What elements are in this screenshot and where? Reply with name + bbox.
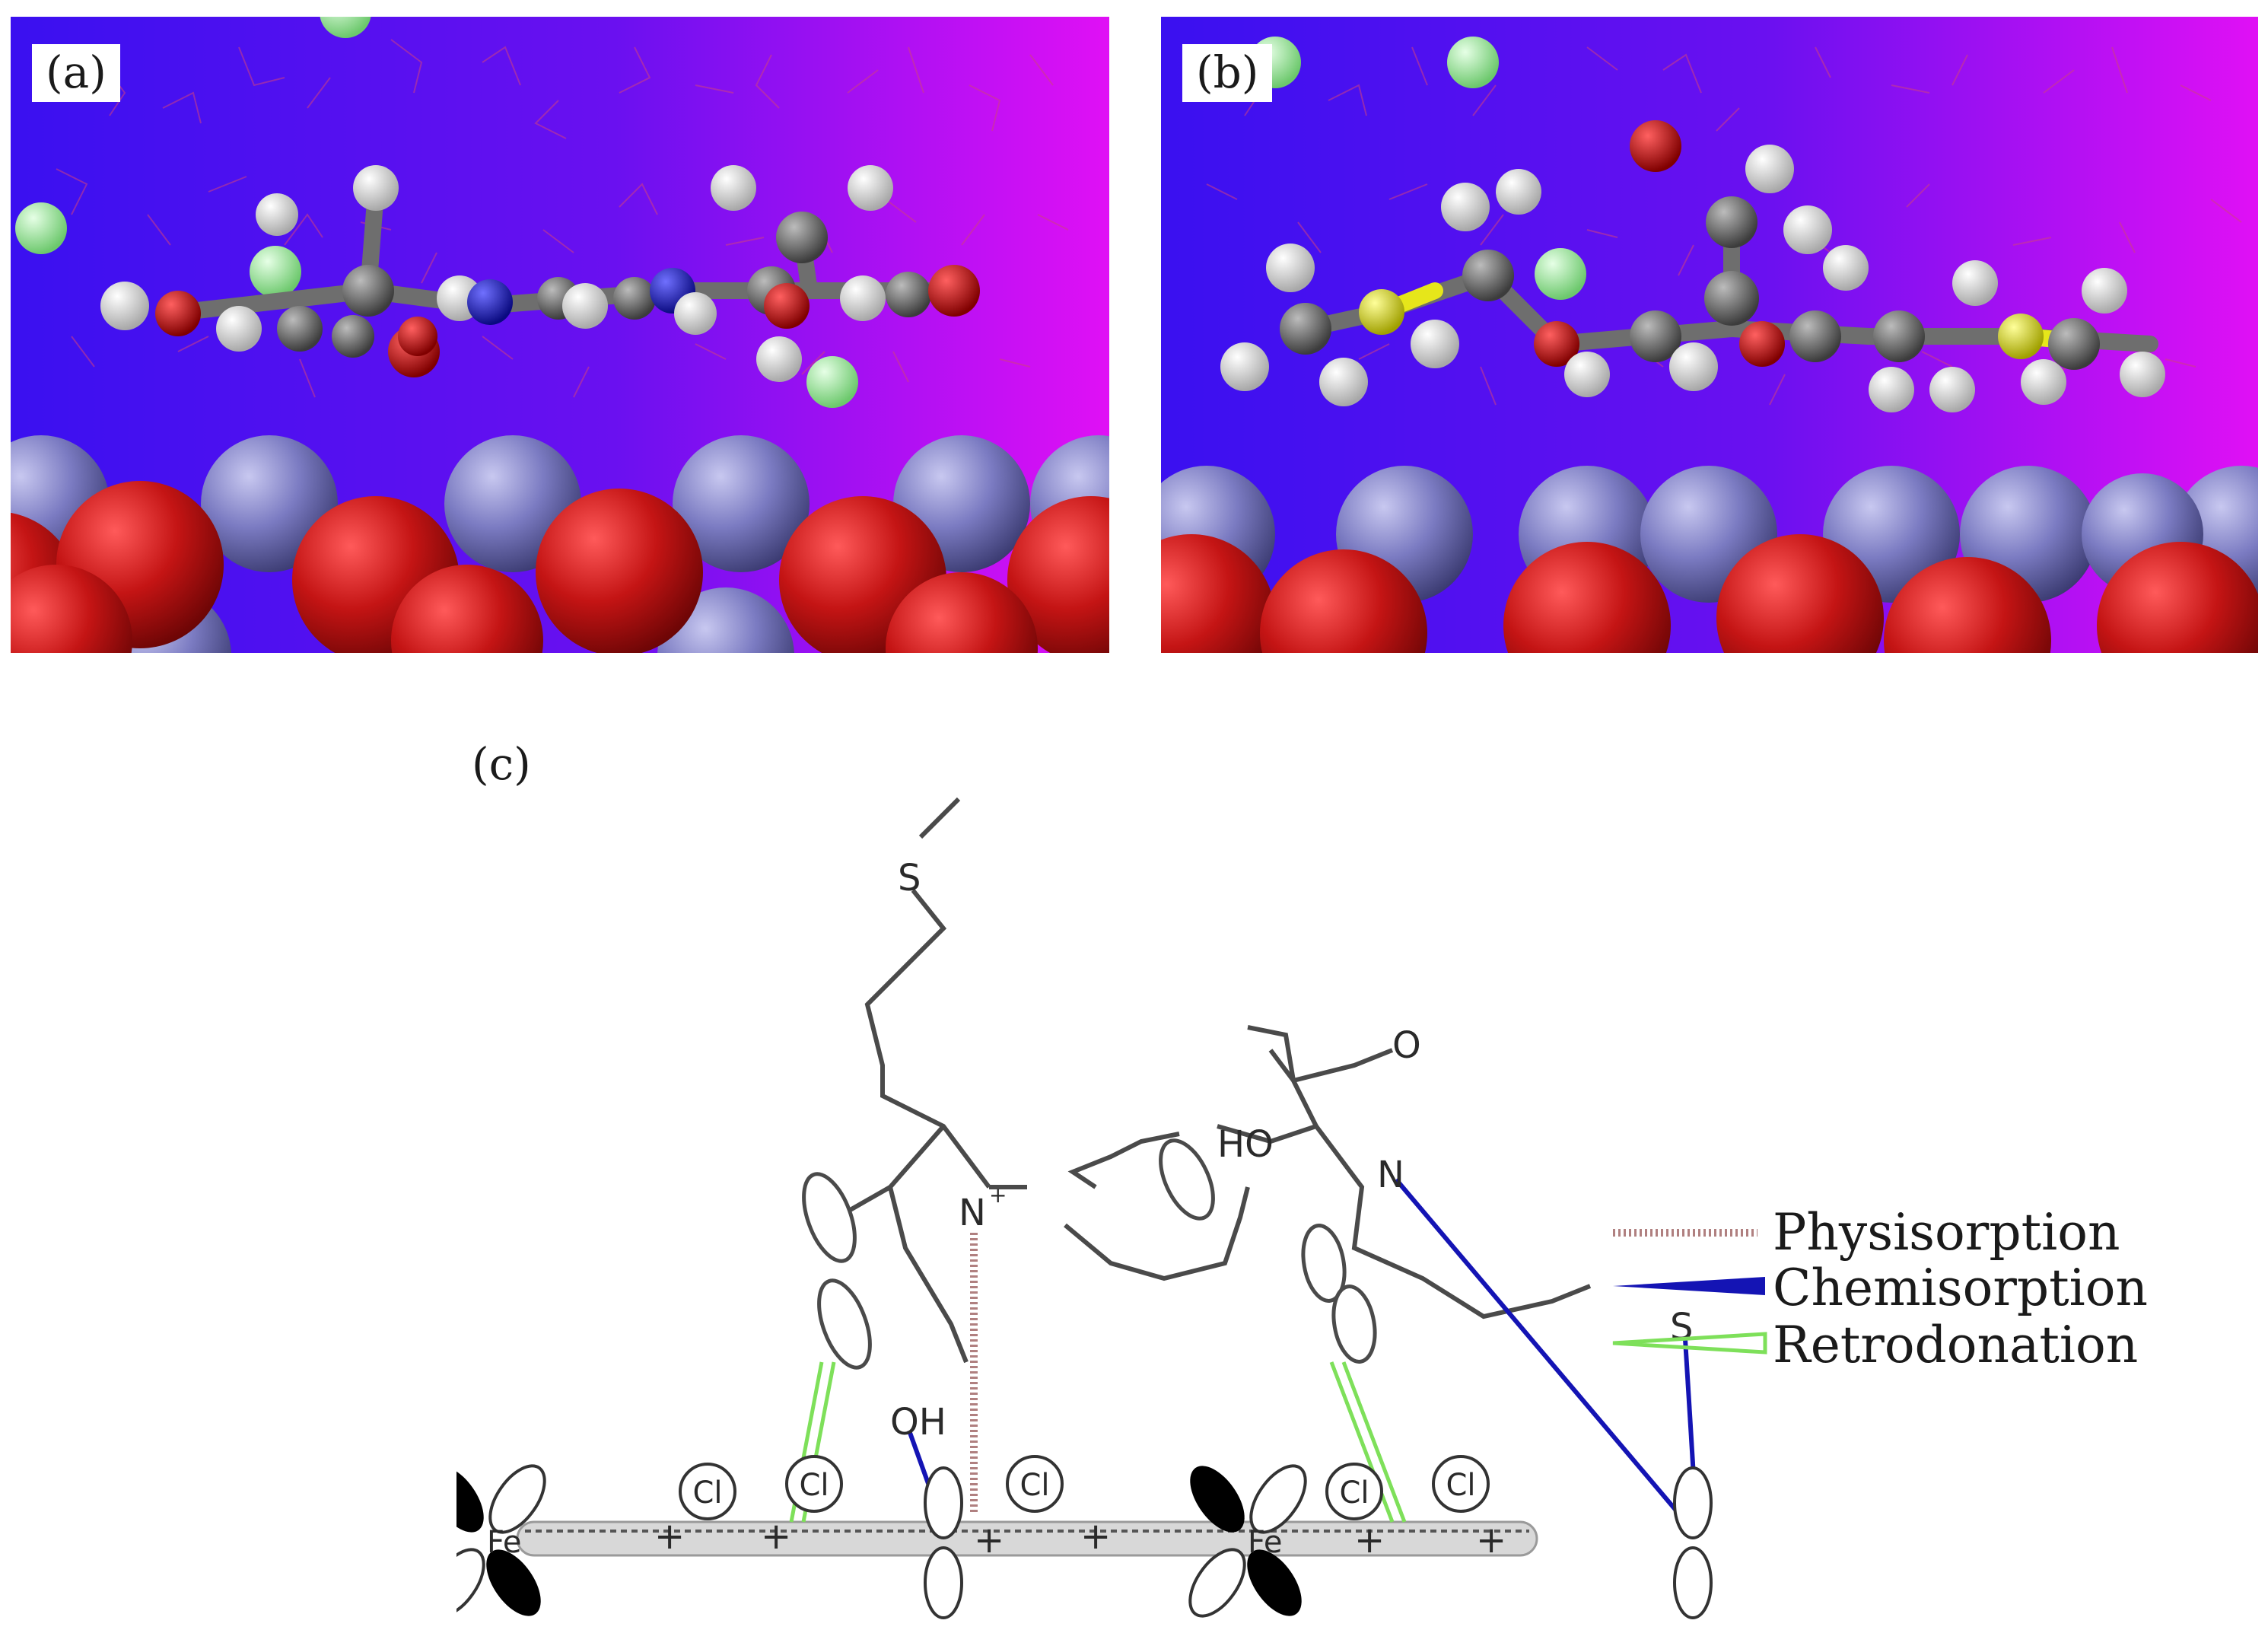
svg-text:+: + <box>1354 1519 1385 1561</box>
legend: Physisorption Chemisorption Retrodonatio… <box>1612 1203 2148 1374</box>
iron-label: Fe <box>1248 1525 1282 1560</box>
panel-a-render <box>11 17 1109 653</box>
chloride-ion <box>250 246 301 298</box>
svg-text:+: + <box>974 1519 1004 1561</box>
pi-orbital-lobes <box>802 1138 1377 1370</box>
water-wireframe <box>56 39 1069 398</box>
sulfur-top-label: S <box>898 857 921 899</box>
n-right-label: N <box>1377 1154 1404 1196</box>
legend-physisorption-label: Physisorption <box>1773 1203 2120 1262</box>
chloride-ion <box>806 356 858 408</box>
molecule-skeleton <box>835 797 1592 1364</box>
legend-retrodonation-label: Retrodonation <box>1773 1316 2138 1374</box>
panel-b-simulation: (b) <box>1161 17 2258 653</box>
svg-text:+: + <box>654 1515 685 1558</box>
panel-label: (a) <box>32 44 120 102</box>
chloride-label: Cl <box>1446 1468 1475 1503</box>
svg-text:+: + <box>1476 1519 1506 1561</box>
chloride-label: Cl <box>1339 1476 1369 1511</box>
surface-charge-signs: + + + + + + <box>654 1515 1506 1561</box>
n-plus-label: N <box>959 1192 986 1234</box>
panel-b-render <box>1161 17 2258 653</box>
svg-text:+: + <box>761 1515 791 1558</box>
chloride-label: Cl <box>692 1476 722 1511</box>
chloride-circles <box>679 1455 1490 1520</box>
carbonyl-oxygen-label: O <box>1392 1024 1421 1067</box>
legend-chemisorption-swatch <box>1613 1277 1765 1295</box>
panel-c-adsorption-scheme: Cl Cl Cl Cl Cl + + + + + + Fe Fe S HO O … <box>376 700 2267 1644</box>
chloride-ion <box>1447 37 1499 88</box>
chloride-label: Cl <box>799 1468 829 1503</box>
panel-label: (c) <box>472 738 531 790</box>
chloride-ion <box>320 17 371 38</box>
scheme-svg: Cl Cl Cl Cl Cl + + + + + + Fe Fe S HO O … <box>376 797 2148 1619</box>
metal-surface <box>1161 466 2258 653</box>
interaction-lines <box>789 1178 1699 1527</box>
surface-orbitals <box>376 1464 1713 1619</box>
chloride-ion <box>15 202 67 254</box>
molecule-atoms <box>1220 120 2165 412</box>
panel-label: (b) <box>1182 44 1273 102</box>
molecule-atoms <box>100 165 980 382</box>
legend-chemisorption-label: Chemisorption <box>1773 1259 2148 1317</box>
n-plus-charge: + <box>989 1183 1007 1208</box>
chemisorption-line <box>1394 1178 1691 1527</box>
chloride-label: Cl <box>1019 1468 1049 1503</box>
sulfur-right-label: S <box>1670 1306 1693 1348</box>
metal-surface <box>11 435 1109 653</box>
panel-a-simulation: (a) <box>11 17 1109 653</box>
svg-text:+: + <box>1080 1515 1111 1558</box>
chloride-ion <box>1535 248 1586 300</box>
hydroxyl-acid-label: HO <box>1217 1123 1274 1166</box>
iron-label: Fe <box>487 1525 521 1560</box>
legend-retrodonation-swatch <box>1612 1332 1767 1355</box>
hydroxyl-label: OH <box>890 1401 946 1444</box>
